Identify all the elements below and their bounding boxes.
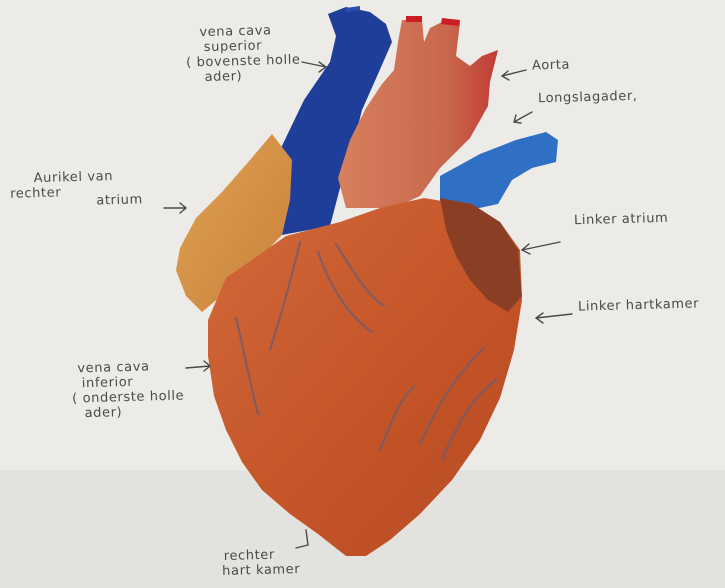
aorta-tip-1 [406, 16, 422, 22]
label-rechter-hartkamer: rechter hart kamer [222, 547, 301, 579]
label-line: hart kamer [222, 562, 300, 579]
label-line: ( onderste holle [72, 389, 184, 407]
label-line: ader) [72, 404, 184, 422]
label-linker-hartkamer: Linker hartkamer [578, 296, 700, 314]
label-longslagader: Longslagader, [538, 89, 638, 107]
label-line: ader) [186, 67, 301, 85]
label-linker-atrium: Linker atrium [574, 211, 669, 228]
label-aorta: Aorta [532, 58, 570, 74]
label-vena-cava-inferior: vena cava inferior ( onderste holle ader… [71, 359, 185, 422]
label-line: ( bovenste holle [186, 53, 301, 71]
label-vena-cava-superior: vena cava superior ( bovenste holle ader… [185, 23, 301, 86]
label-aurikel: Aurikel van rechter atrium [10, 168, 144, 210]
